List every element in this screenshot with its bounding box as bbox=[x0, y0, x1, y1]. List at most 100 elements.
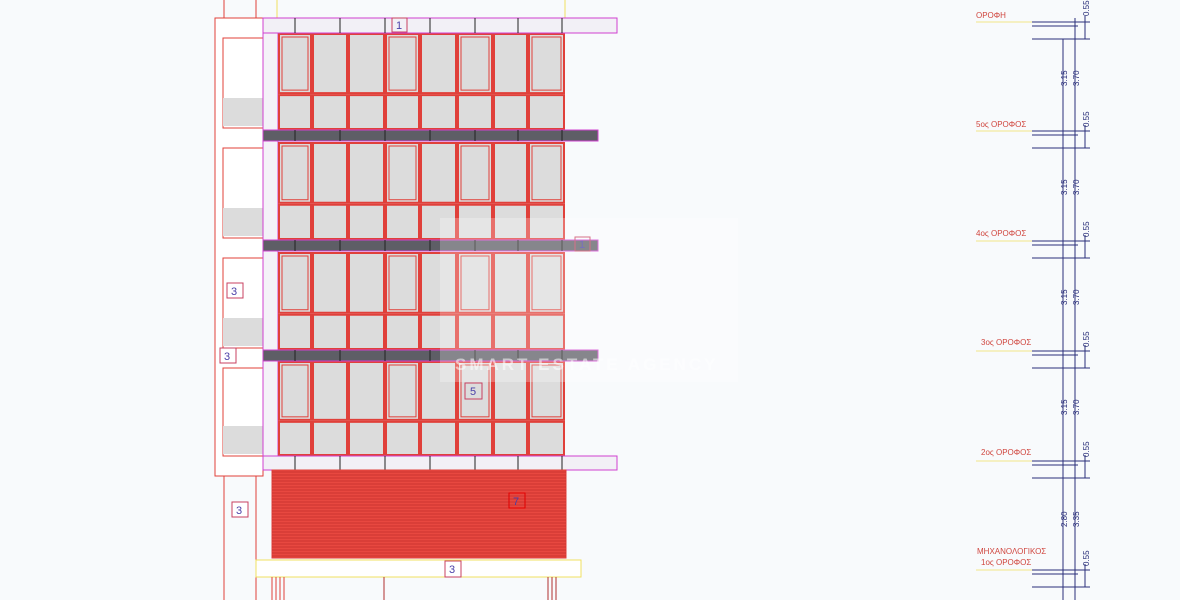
glass-pane bbox=[385, 313, 420, 350]
dim-slab-label: 0.55 bbox=[1082, 0, 1091, 16]
glass-pane bbox=[278, 313, 312, 350]
glass-pane bbox=[278, 420, 312, 457]
glass-pane bbox=[385, 142, 420, 204]
watermark-panel bbox=[440, 218, 738, 382]
bottom-slab bbox=[262, 455, 618, 471]
glass-pane bbox=[420, 33, 457, 95]
dim-clear-label: 3.15 bbox=[1060, 289, 1069, 305]
glass-pane bbox=[493, 94, 528, 130]
dim-slab-label: 0.55 bbox=[1082, 550, 1091, 566]
dim-slab-label: 0.55 bbox=[1082, 441, 1091, 457]
glass-pane bbox=[457, 361, 493, 421]
glass-pane bbox=[312, 94, 348, 130]
tags: 1 1 3 3 5 7 3 3 bbox=[219, 17, 591, 578]
dim-clear-label: 3.15 bbox=[1060, 70, 1069, 86]
side-panel-shade bbox=[223, 98, 263, 126]
glass-pane bbox=[457, 420, 493, 457]
glass-pane bbox=[312, 361, 348, 421]
level-label-3rd: 3ος ΟΡΟΦΟΣ bbox=[981, 338, 1031, 347]
window-sash bbox=[531, 255, 562, 311]
glass-pane bbox=[278, 252, 312, 314]
glass-pane bbox=[528, 142, 565, 204]
glass-pane bbox=[420, 94, 457, 130]
dim-total-label: 3.70 bbox=[1072, 179, 1081, 195]
window-sash bbox=[460, 255, 490, 311]
glass-pane bbox=[348, 313, 385, 350]
glass-pane bbox=[493, 361, 528, 421]
glass-pane bbox=[457, 203, 493, 241]
svg-text:5: 5 bbox=[470, 386, 476, 398]
watermark: SMART ESTATE AGENCY bbox=[455, 355, 719, 374]
glass-pane bbox=[278, 203, 312, 241]
glass-pane bbox=[420, 313, 457, 350]
svg-text:1: 1 bbox=[579, 239, 585, 251]
glass-pane bbox=[528, 420, 565, 457]
glass-pane bbox=[312, 420, 348, 457]
glass-pane bbox=[493, 420, 528, 457]
svg-text:3: 3 bbox=[236, 505, 242, 517]
glass-pane bbox=[385, 420, 420, 457]
level-label-1st: 1ος ΟΡΟΦΟΣ bbox=[981, 558, 1031, 567]
dim-total-label: 3.70 bbox=[1072, 70, 1081, 86]
window-sash bbox=[460, 36, 490, 91]
glass-pane bbox=[278, 94, 312, 130]
glass-pane bbox=[278, 142, 312, 204]
glass-pane bbox=[385, 361, 420, 421]
glass-pane bbox=[348, 33, 385, 95]
glass-pane bbox=[528, 33, 565, 95]
dim-slab-label: 0.55 bbox=[1082, 331, 1091, 347]
glass-pane bbox=[528, 313, 565, 350]
glass-pane bbox=[528, 94, 565, 130]
level-label-roof: ΟΡΟΦΗ bbox=[976, 11, 1006, 20]
window-sash bbox=[460, 364, 490, 418]
side-panel-shade bbox=[223, 426, 263, 454]
top-slab bbox=[262, 17, 618, 34]
yellow-beam bbox=[255, 559, 582, 578]
glass-pane bbox=[457, 313, 493, 350]
dim-clear-label: 3.15 bbox=[1060, 399, 1069, 415]
glass-pane bbox=[278, 33, 312, 95]
tag-7: 7 bbox=[508, 492, 526, 509]
glass-pane bbox=[312, 252, 348, 314]
glass-pane bbox=[493, 203, 528, 241]
dim-clear-label: 3.15 bbox=[1060, 179, 1069, 195]
window-sash bbox=[281, 36, 309, 91]
glass-pane bbox=[420, 420, 457, 457]
glass-pane bbox=[528, 203, 565, 241]
window-sash bbox=[388, 145, 417, 201]
svg-text:1: 1 bbox=[396, 20, 402, 32]
dim-total-label: 3.70 bbox=[1072, 399, 1081, 415]
svg-text:3: 3 bbox=[224, 351, 230, 363]
side-panel-shade bbox=[223, 318, 263, 346]
level-label-4th: 4ος ΟΡΟΦΟΣ bbox=[976, 229, 1026, 238]
level-label-5th: 5ος ΟΡΟΦΟΣ bbox=[976, 120, 1026, 129]
glass-pane bbox=[312, 313, 348, 350]
window-sash bbox=[531, 364, 562, 418]
glass-pane bbox=[348, 361, 385, 421]
dim-slab-label: 0.55 bbox=[1082, 111, 1091, 127]
window-sash bbox=[281, 255, 309, 311]
glass-pane bbox=[457, 94, 493, 130]
glass-pane bbox=[348, 142, 385, 204]
glass-pane bbox=[278, 361, 312, 421]
glass-pane bbox=[385, 252, 420, 314]
tag-1-slab: 1 bbox=[574, 236, 591, 252]
glass-pane bbox=[385, 94, 420, 130]
glass-pane bbox=[493, 252, 528, 314]
svg-text:3: 3 bbox=[449, 564, 455, 576]
side-panel-shade bbox=[223, 208, 263, 236]
glass-pane bbox=[528, 361, 565, 421]
glass-pane bbox=[528, 252, 565, 314]
tag-1-top: 1 bbox=[391, 17, 408, 33]
glass-pane bbox=[493, 142, 528, 204]
glass-pane bbox=[348, 252, 385, 314]
glass-pane bbox=[420, 361, 457, 421]
level-label-mechanical: ΜΗΧΑΝΟΛΟΓΙΚΟΣ bbox=[977, 547, 1046, 556]
glass-pane bbox=[420, 142, 457, 204]
glass-pane bbox=[493, 313, 528, 350]
svg-text:3: 3 bbox=[231, 286, 237, 298]
glass-pane bbox=[348, 94, 385, 130]
window-sash bbox=[460, 145, 490, 201]
